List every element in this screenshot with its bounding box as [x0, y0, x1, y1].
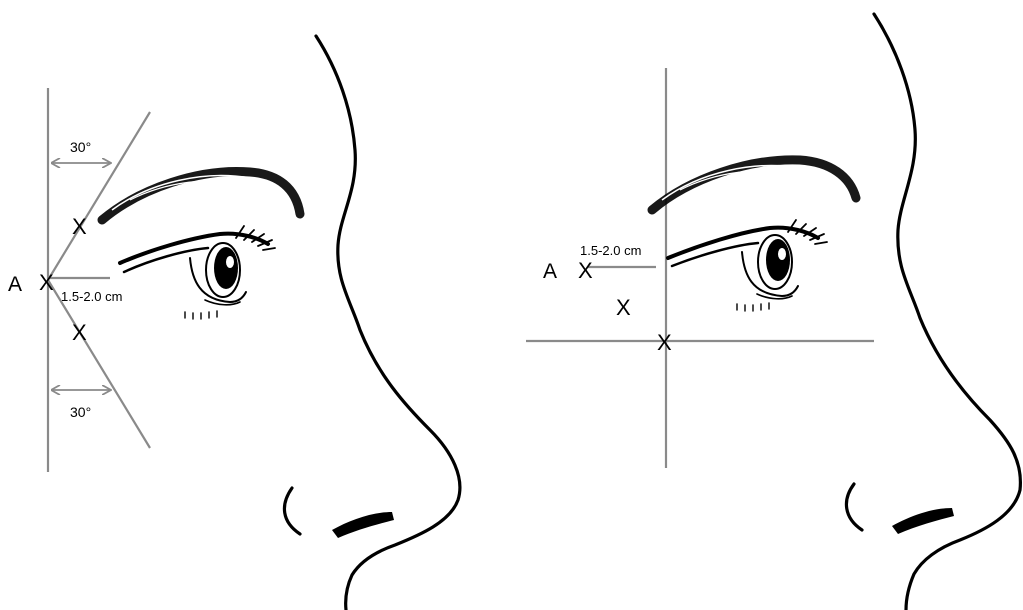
right-intersection-marker: X — [657, 330, 672, 355]
right-eyebrow — [647, 155, 861, 215]
right-eye — [666, 219, 828, 312]
right-point-a-label: A — [543, 260, 557, 283]
left-point-a-label: A — [8, 273, 22, 296]
left-nose-wing — [332, 512, 394, 538]
left-angle-top-label: 30° — [70, 139, 91, 155]
left-eyebrow — [97, 166, 305, 225]
left-angle-bottom-label: 30° — [70, 404, 91, 420]
left-eye — [118, 225, 276, 320]
right-distance-label: 1.5-2.0 cm — [580, 243, 641, 258]
left-point-a-marker: X — [39, 270, 54, 295]
right-middle-marker: X — [616, 295, 631, 320]
left-distance-label: 1.5-2.0 cm — [61, 289, 122, 304]
right-nose-wing — [892, 508, 954, 534]
left-lower-angle-line — [47, 279, 151, 449]
right-panel: A X X X 1.5-2.0 cm — [526, 12, 1023, 610]
left-upper-marker: X — [72, 214, 87, 239]
right-point-a-marker: X — [578, 258, 593, 283]
right-nostril — [844, 482, 864, 532]
left-nostril — [282, 486, 302, 536]
left-face-profile — [314, 34, 462, 610]
left-upper-angle-line — [47, 111, 151, 281]
right-face-profile — [872, 12, 1023, 610]
left-lower-marker: X — [72, 320, 87, 345]
left-panel: 30° 30° A X X X 1.5-2.0 cm — [8, 34, 462, 610]
